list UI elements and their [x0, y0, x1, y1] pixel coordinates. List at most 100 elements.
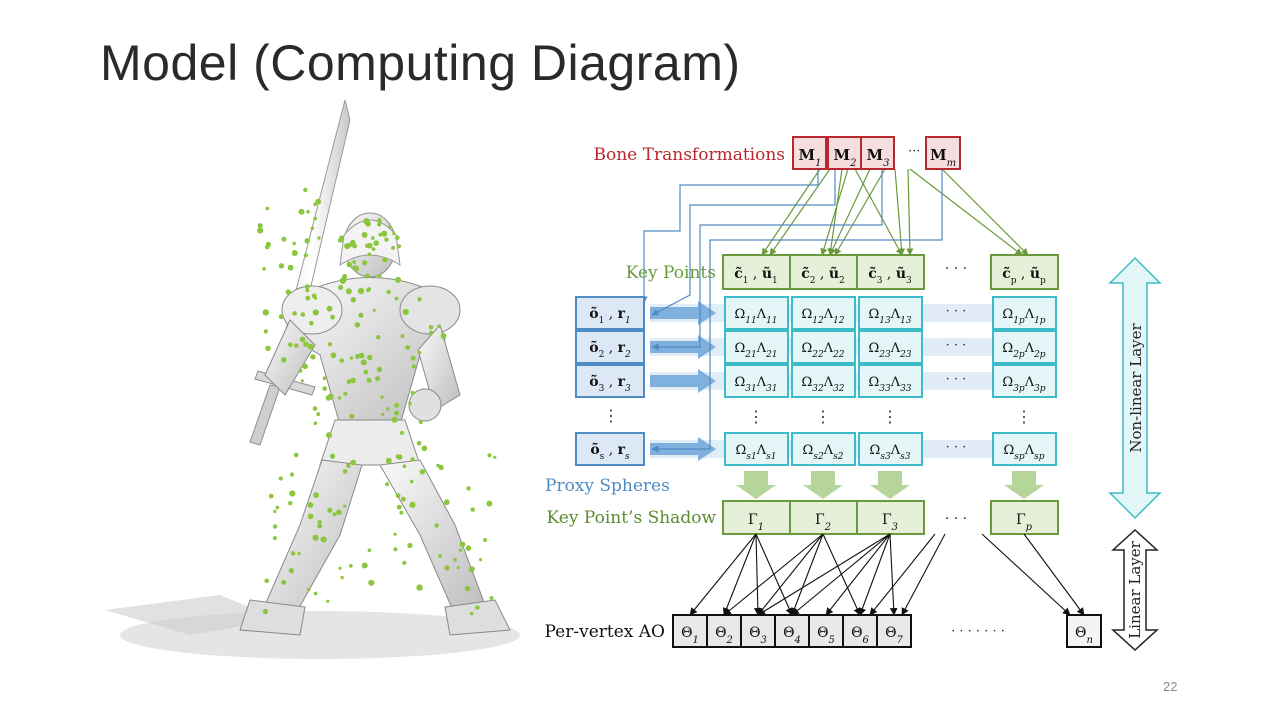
key-point-label: c̃p , ũp	[1002, 265, 1046, 286]
ao-ellipsis: · · · · · · ·	[951, 624, 1005, 639]
sample-point	[391, 416, 398, 423]
sample-point	[375, 376, 381, 382]
armored-character-figure	[105, 99, 520, 659]
bone-to-keypoint-arrow	[769, 168, 831, 256]
sample-point	[416, 441, 422, 446]
sample-point	[294, 343, 299, 348]
down-arrow	[736, 471, 776, 499]
proxy-sphere-label: õ3 , r3	[589, 373, 631, 394]
sample-point	[272, 536, 277, 541]
sample-point	[353, 265, 360, 272]
shadow-to-ao-arrow	[901, 533, 946, 616]
sample-point	[350, 459, 357, 466]
sample-point	[326, 599, 330, 603]
omega-cell	[791, 432, 856, 466]
sample-point	[293, 452, 299, 458]
sample-point	[465, 545, 472, 551]
omega-row-ellipsis: · · ·	[946, 372, 967, 387]
sample-point	[263, 329, 268, 334]
bone-to-keypoint-arrow	[941, 168, 1029, 256]
sample-point	[268, 493, 274, 499]
bone-box	[925, 136, 961, 170]
sample-point	[408, 401, 412, 406]
sample-point	[305, 295, 311, 301]
bone-to-proxy-arrow	[651, 169, 883, 351]
sample-point	[289, 490, 296, 497]
sample-point	[396, 504, 402, 510]
sample-point	[346, 261, 352, 268]
omega-cell-label: Ω23Λ23	[868, 341, 911, 360]
sample-point	[349, 413, 355, 419]
sample-point	[402, 560, 407, 565]
sample-point	[361, 562, 368, 569]
sample-point	[342, 469, 348, 474]
sample-point	[380, 412, 385, 417]
sample-point	[264, 578, 270, 584]
omega-cell-label: Ω11Λ11	[734, 307, 777, 326]
sample-point	[366, 287, 371, 293]
sample-point	[303, 341, 309, 347]
shadow-to-ao-arrow	[981, 533, 1071, 616]
sample-point	[278, 263, 285, 269]
omega-cell	[858, 330, 923, 364]
shadow-ellipsis: · · ·	[945, 511, 967, 527]
key-point-label: c̃1 , ũ1	[734, 265, 778, 286]
sample-point	[327, 393, 334, 400]
bone-label: M2	[834, 146, 857, 169]
omega-vdots: ⋮	[1016, 407, 1032, 426]
sample-point	[409, 501, 416, 508]
slide-title: Model (Computing Diagram)	[100, 35, 741, 91]
sample-point	[418, 419, 423, 425]
sample-point	[377, 222, 382, 227]
sample-point	[288, 342, 293, 347]
sample-point	[312, 309, 319, 316]
sample-point	[401, 496, 406, 502]
sample-point	[417, 350, 422, 355]
shadow-to-ao-arrow	[869, 533, 936, 616]
down-arrow	[870, 471, 910, 499]
omega-cell-label: ΩspΛsp	[1004, 443, 1045, 462]
sample-point	[340, 575, 344, 580]
omega-cell	[992, 432, 1057, 466]
sample-point	[345, 288, 352, 295]
sample-point	[338, 284, 344, 290]
shadow-to-ao-arrow	[689, 533, 757, 616]
key-point-box	[789, 254, 858, 290]
sample-point	[317, 520, 322, 525]
shadow-box	[856, 500, 925, 535]
sample-point	[438, 554, 442, 558]
sample-point	[317, 236, 321, 240]
sample-point	[459, 541, 466, 548]
sample-point	[257, 223, 263, 229]
bone-to-keypoint-arrow	[894, 168, 906, 256]
sample-point	[329, 453, 336, 459]
sample-point	[298, 208, 305, 215]
sample-point	[336, 509, 342, 515]
sample-point	[489, 596, 494, 600]
bone-to-keypoint-arrow	[834, 168, 886, 256]
omega-cell	[858, 432, 923, 466]
sample-point	[292, 311, 297, 316]
omega-cell-label: Ω33Λ33	[868, 375, 911, 394]
sample-point	[376, 366, 383, 373]
sample-point	[428, 325, 434, 330]
shadow-label: Γp	[1016, 512, 1033, 533]
down-arrow	[803, 471, 843, 499]
sample-point	[300, 312, 306, 317]
sample-point	[281, 357, 287, 363]
sample-point	[376, 335, 381, 340]
non-linear-layer-indicator: Non-linear Layer	[1108, 256, 1162, 520]
sample-point	[338, 566, 342, 570]
sample-point	[350, 377, 356, 384]
sample-point	[326, 305, 333, 312]
sample-point	[354, 322, 361, 328]
bone-to-keypoint-arrow	[829, 168, 871, 256]
sample-point	[466, 486, 471, 491]
sample-point	[357, 287, 365, 295]
omega-cell-label: Ω1pΛ1p	[1002, 307, 1045, 326]
